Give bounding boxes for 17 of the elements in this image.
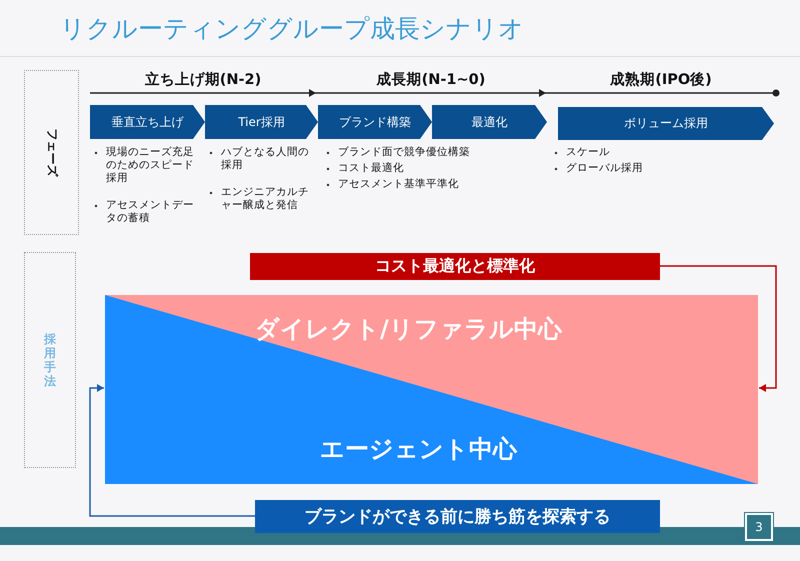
connector-arrow [660,265,777,392]
phase-label: 成長期(N-1~0) [375,70,486,89]
page-number: 3 [745,513,773,541]
side-panel: 採用手法 [24,252,76,468]
heading-bar: ブランドができる前に勝ち筋を探索する [255,500,660,533]
region-label: ダイレクト/リファラル中心 [255,314,562,345]
phase-banner: 最適化 [432,105,547,139]
heading-bar: コスト最適化と標準化 [250,253,660,280]
phase-label: 成熟期(IPO後) [608,70,713,89]
phase-banner: ボリューム採用 [558,107,774,140]
phase-banner: Tier採用 [205,105,318,139]
phase-banner: 垂直立ち上げ [90,105,205,139]
phase-label: 立ち上げ期(N-2) [144,70,262,89]
side-panel: フェーズ [24,70,79,235]
slide-title: リクルーティンググループ成長シナリオ [60,13,524,45]
connector-arrow [89,384,255,517]
phase-banner: ブランド構築 [318,105,432,139]
